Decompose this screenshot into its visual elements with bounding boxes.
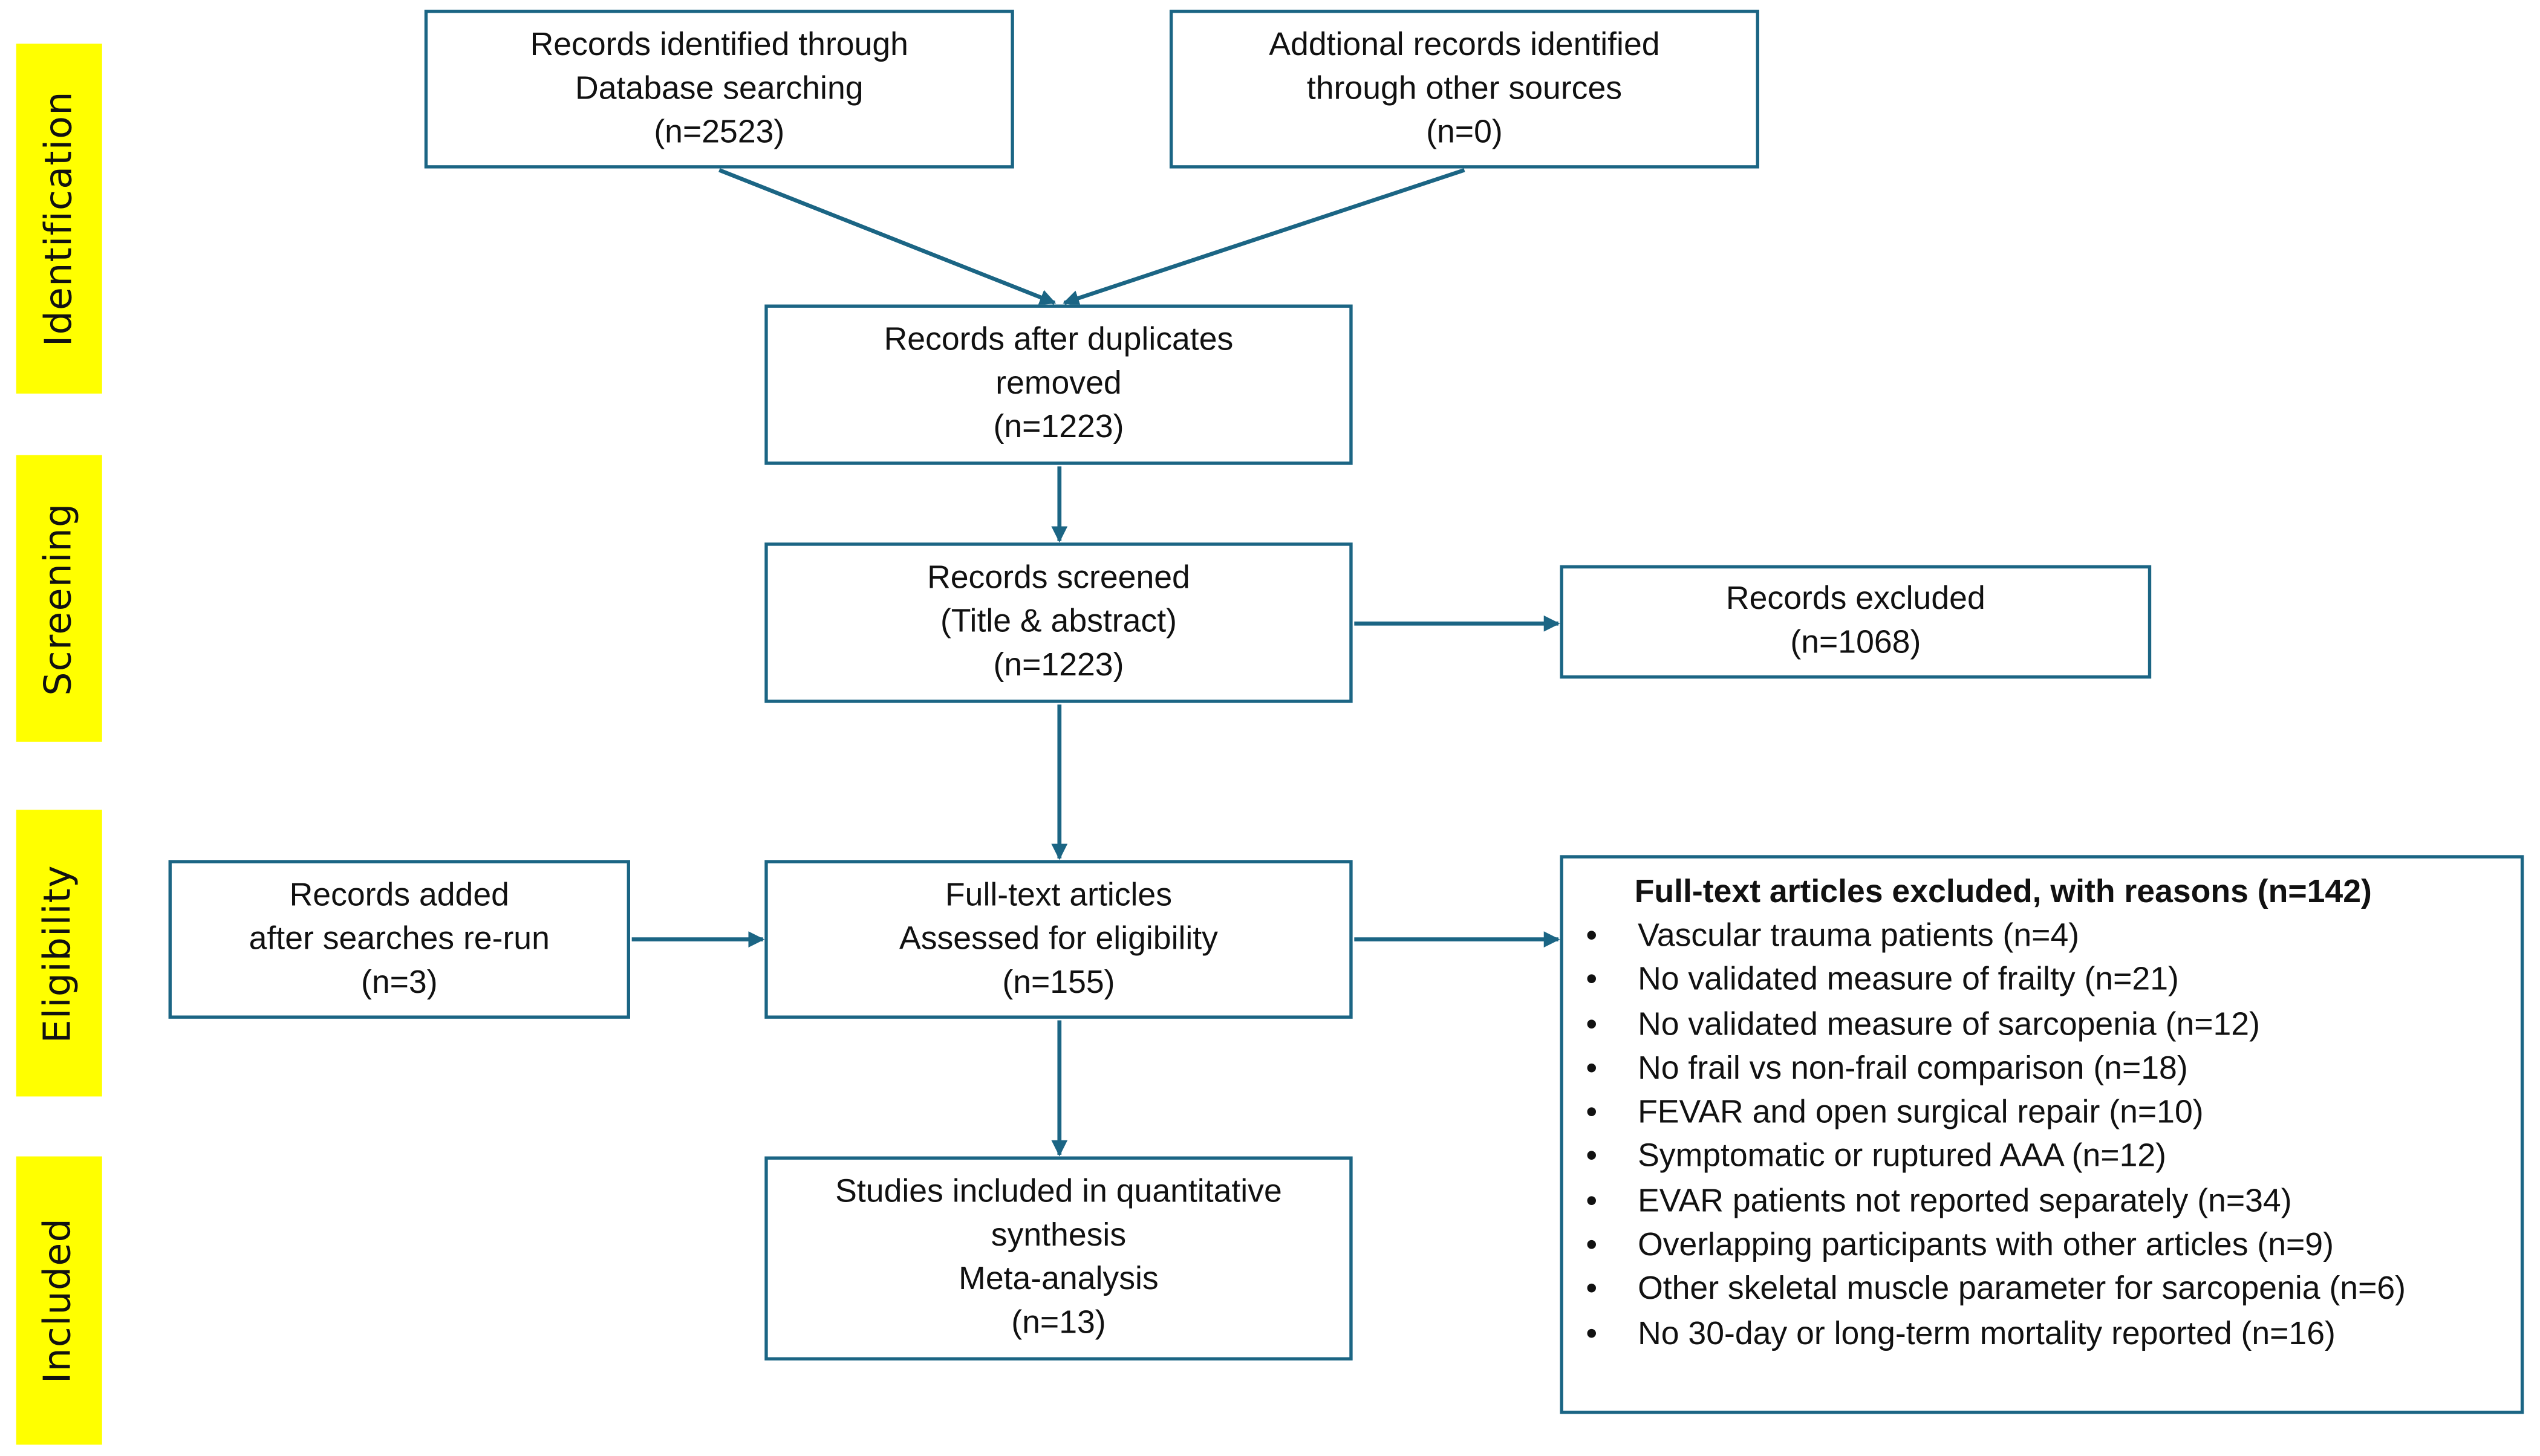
reason-text: No 30-day or long-term mortality reporte…: [1638, 1316, 2336, 1352]
box-full-text-assessed: Full-text articles Assessed for eligibil…: [764, 860, 1353, 1019]
box-text: through other sources: [1306, 70, 1623, 106]
reason-text: No validated measure of frailty (n=21): [1638, 962, 2179, 998]
reason-text: Overlapping participants with other arti…: [1638, 1227, 2334, 1264]
bullet-icon: •: [1586, 1316, 1598, 1352]
box-text: Records screened: [927, 560, 1190, 596]
reason-text: Symptomatic or ruptured AAA (n=12): [1638, 1139, 2167, 1175]
box-text: Records after duplicates: [884, 322, 1234, 358]
reason-text: EVAR patients not reported separately (n…: [1638, 1183, 2292, 1220]
box-text: synthesis: [991, 1218, 1127, 1254]
bullet-icon: •: [1586, 1227, 1598, 1264]
arrow-other-to-duplicates: [1063, 168, 1465, 307]
box-count: (n=13): [1011, 1305, 1106, 1341]
reason-text: No frail vs non-frail comparison (n=18): [1638, 1051, 2188, 1087]
box-count: (n=2523): [654, 114, 785, 150]
phase-identification: Identification: [16, 44, 102, 394]
reason-text: Vascular trauma patients (n=4): [1638, 918, 2080, 954]
bullet-icon: •: [1586, 962, 1598, 998]
reason-text: Other skeletal muscle parameter for sarc…: [1638, 1272, 2406, 1308]
reason-item: • No frail vs non-frail comparison (n=18): [1586, 1048, 2406, 1092]
reason-item: • Overlapping participants with other art…: [1586, 1224, 2406, 1269]
box-text: (Title & abstract): [940, 604, 1177, 640]
bullet-icon: •: [1586, 1095, 1598, 1131]
box-records-added: Records added after searches re-run (n=3…: [168, 860, 630, 1019]
box-other-sources: Addtional records identified through oth…: [1169, 10, 1759, 169]
bullet-icon: •: [1586, 918, 1598, 954]
box-text: Full-text articles: [945, 877, 1173, 913]
reason-text: FEVAR and open surgical repair (n=10): [1638, 1095, 2204, 1131]
box-records-excluded: Records excluded (n=1068): [1560, 565, 2152, 679]
bullet-icon: •: [1586, 1139, 1598, 1175]
reason-item: • No 30-day or long-term mortality report…: [1586, 1313, 2406, 1357]
reason-item: • No validated measure of frailty (n=21): [1586, 960, 2406, 1004]
box-duplicates-removed: Records after duplicates removed (n=1223…: [764, 304, 1353, 465]
box-text: removed: [995, 366, 1122, 402]
phase-screening: Screening: [16, 455, 102, 742]
box-text: Meta-analysis: [959, 1261, 1159, 1298]
reason-item: • Other skeletal muscle parameter for sar…: [1586, 1269, 2406, 1313]
box-text: Database searching: [575, 70, 864, 106]
reason-text: No validated measure of sarcopenia (n=12…: [1638, 1007, 2260, 1042]
bullet-icon: •: [1586, 1272, 1598, 1308]
box-exclusion-reasons: Full-text articles excluded, with reason…: [1560, 855, 2524, 1414]
reason-item: • FEVAR and open surgical repair (n=10): [1586, 1092, 2406, 1136]
box-text: Studies included in quantitative: [835, 1174, 1282, 1210]
bullet-icon: •: [1586, 1051, 1598, 1087]
box-count: (n=155): [1002, 964, 1115, 1001]
reason-item: • Vascular trauma patients (n=4): [1586, 915, 2406, 959]
bullet-icon: •: [1586, 1183, 1598, 1220]
box-records-screened: Records screened (Title & abstract) (n=1…: [764, 542, 1353, 703]
box-count: (n=0): [1426, 114, 1503, 150]
phase-eligibility: Eligibility: [16, 810, 102, 1097]
reasons-title: Full-text articles excluded, with reason…: [1634, 874, 2372, 911]
box-database-search: Records identified through Database sear…: [424, 10, 1014, 169]
reason-item: • No validated measure of sarcopenia (n=1…: [1586, 1004, 2406, 1048]
box-studies-included: Studies included in quantitative synthes…: [764, 1156, 1353, 1361]
reasons-list: • Vascular trauma patients (n=4) • No valid…: [1586, 915, 2406, 1357]
box-count: (n=1068): [1790, 625, 1921, 661]
phase-included: Included: [16, 1156, 102, 1445]
box-text: Addtional records identified: [1269, 27, 1660, 63]
arrow-database-to-duplicates: [718, 168, 1057, 305]
reason-item: • Symptomatic or ruptured AAA (n=12): [1586, 1136, 2406, 1180]
box-count: (n=3): [360, 964, 438, 1001]
box-text: Records identified through: [530, 27, 908, 63]
box-text: Records excluded: [1725, 581, 1985, 617]
box-count: (n=1223): [993, 409, 1124, 446]
bullet-icon: •: [1586, 1007, 1598, 1042]
reason-item: • EVAR patients not reported separately (…: [1586, 1180, 2406, 1224]
box-text: after searches re-run: [249, 920, 550, 957]
box-count: (n=1223): [993, 648, 1124, 684]
box-text: Assessed for eligibility: [899, 920, 1218, 957]
box-text: Records added: [289, 877, 509, 913]
